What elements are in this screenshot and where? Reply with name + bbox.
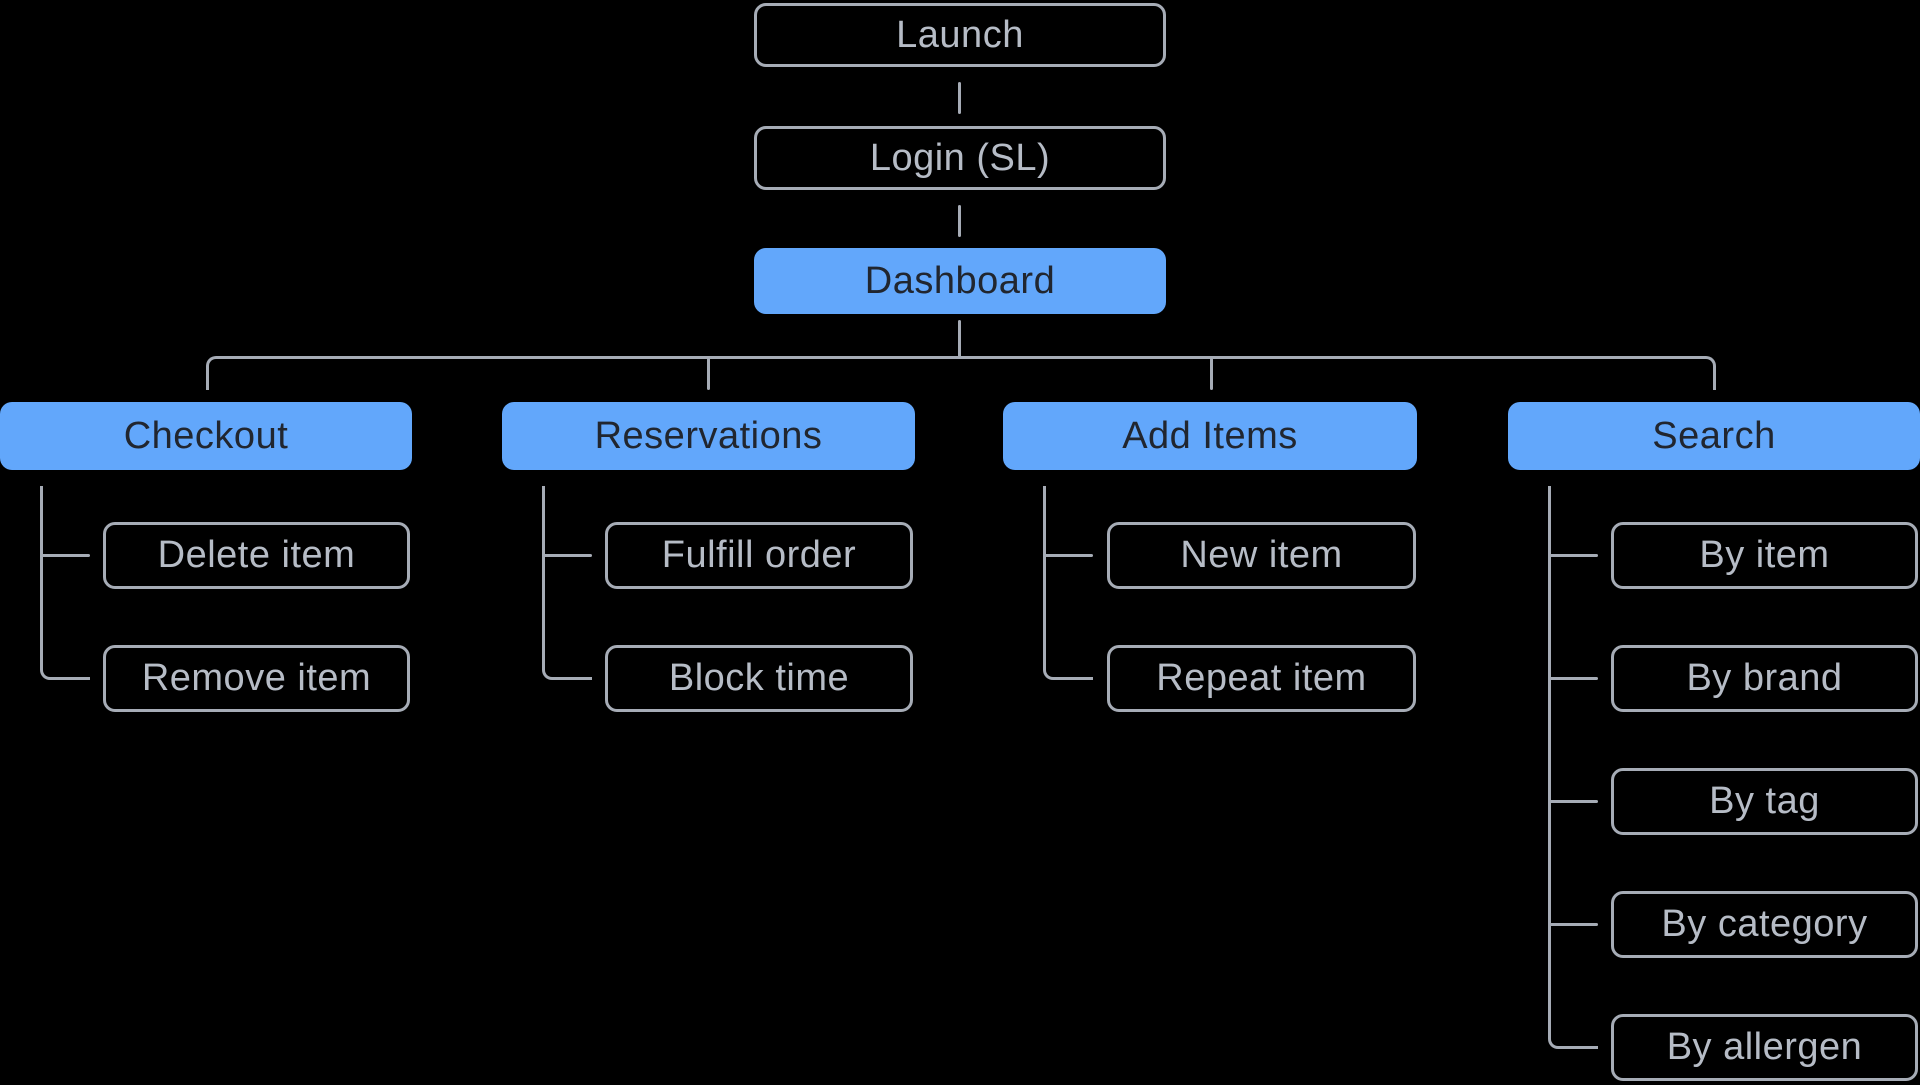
node-by-tag[interactable]: By tag — [1611, 768, 1918, 835]
connector-checkout-elbow — [40, 486, 90, 680]
node-launch[interactable]: Launch — [754, 3, 1166, 67]
node-block-time[interactable]: Block time — [605, 645, 913, 712]
node-login[interactable]: Login (SL) — [754, 126, 1166, 190]
node-new-item[interactable]: New item — [1107, 522, 1416, 589]
node-delete-item[interactable]: Delete item — [103, 522, 410, 589]
node-add-items[interactable]: Add Items — [1003, 402, 1417, 470]
connector-search-stub-1 — [1548, 554, 1598, 557]
node-by-allergen[interactable]: By allergen — [1611, 1014, 1918, 1081]
connector-search-stub-4 — [1548, 923, 1598, 926]
node-by-brand[interactable]: By brand — [1611, 645, 1918, 712]
connector-reservations-stub-1 — [542, 554, 592, 557]
connector-dashboard-stem — [958, 320, 961, 358]
node-search[interactable]: Search — [1508, 402, 1920, 470]
node-repeat-item[interactable]: Repeat item — [1107, 645, 1416, 712]
connector-checkout-stub-1 — [40, 554, 90, 557]
node-fulfill-order[interactable]: Fulfill order — [605, 522, 913, 589]
connector-launch-login — [958, 82, 961, 114]
connector-trunk — [206, 356, 1716, 390]
connector-search-stub-2 — [1548, 677, 1598, 680]
connector-drop-reservations — [707, 358, 710, 390]
connector-drop-add-items — [1210, 358, 1213, 390]
node-reservations[interactable]: Reservations — [502, 402, 915, 470]
connector-search-stub-3 — [1548, 800, 1598, 803]
node-remove-item[interactable]: Remove item — [103, 645, 410, 712]
node-by-category[interactable]: By category — [1611, 891, 1918, 958]
connector-add-items-elbow — [1043, 486, 1093, 680]
connector-search-elbow — [1548, 486, 1598, 1049]
node-checkout[interactable]: Checkout — [0, 402, 412, 470]
connector-reservations-elbow — [542, 486, 592, 680]
node-by-item[interactable]: By item — [1611, 522, 1918, 589]
connector-add-items-stub-1 — [1043, 554, 1093, 557]
node-dashboard[interactable]: Dashboard — [754, 248, 1166, 314]
connector-login-dashboard — [958, 205, 961, 237]
